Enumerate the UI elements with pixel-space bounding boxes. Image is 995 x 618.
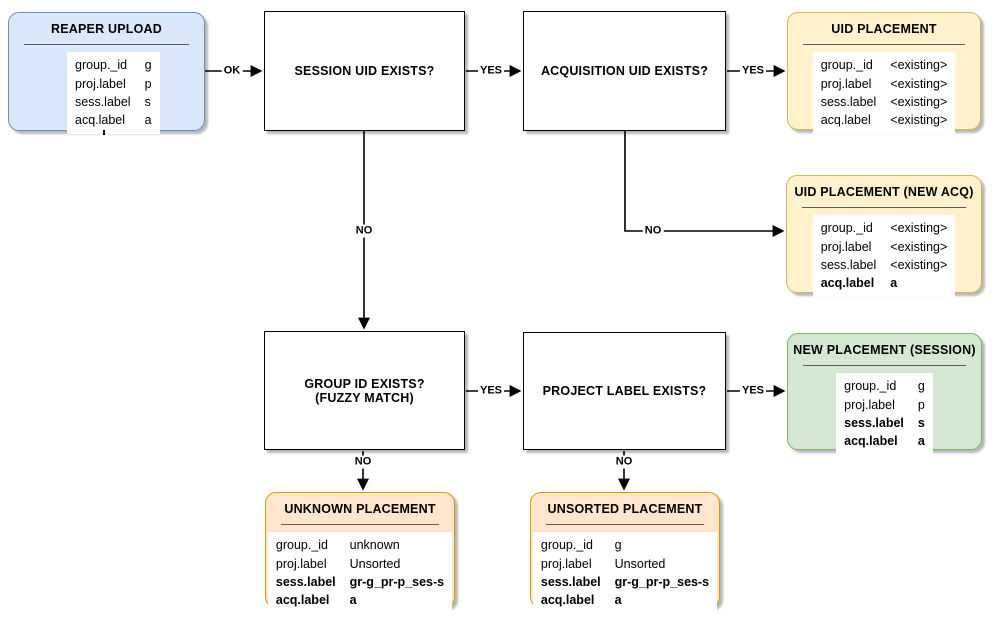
edge-label-ok: OK xyxy=(221,64,243,78)
node-title: ACQUISITION UID EXISTS? xyxy=(540,64,709,78)
node-title: UID PLACEMENT (NEW ACQ) xyxy=(794,185,974,199)
node-title: REAPER UPLOAD xyxy=(51,22,162,36)
edge-label-yes: YES xyxy=(739,384,767,398)
node-title: UID PLACEMENT xyxy=(831,22,937,36)
table-row: group._id<existing> xyxy=(820,221,948,236)
edge-label-no: NO xyxy=(353,224,375,238)
node-project-label-exists: PROJECT LABEL EXISTS? xyxy=(523,332,726,450)
title-separator xyxy=(803,44,965,45)
title-separator xyxy=(546,524,704,525)
edge-label-yes: YES xyxy=(477,384,505,398)
node-title: PROJECT LABEL EXISTS? xyxy=(542,384,707,398)
kv-table: group._id<existing> proj.label<existing>… xyxy=(812,52,956,134)
edge-label-no: NO xyxy=(613,455,635,469)
title-separator xyxy=(24,44,189,45)
table-row: sess.label<existing> xyxy=(820,94,948,109)
title-separator xyxy=(281,524,439,525)
node-title: UNSORTED PLACEMENT xyxy=(547,502,703,516)
node-uid-placement: UID PLACEMENT group._id<existing> proj.l… xyxy=(787,12,981,134)
node-subtitle: (FUZZY MATCH) xyxy=(315,390,414,405)
table-row: acq.label<existing> xyxy=(820,113,948,128)
node-acquisition-uid-exists: ACQUISITION UID EXISTS? xyxy=(523,11,726,131)
edge-label-yes: YES xyxy=(739,64,767,78)
title-separator xyxy=(803,365,966,366)
kv-table: group._id<existing> proj.label<existing>… xyxy=(812,215,956,297)
edge-label-no: NO xyxy=(642,224,664,238)
table-row: proj.label<existing> xyxy=(820,239,948,254)
edge-label-yes: YES xyxy=(477,64,505,78)
node-session-uid-exists: SESSION UID EXISTS? xyxy=(264,11,465,131)
node-uid-placement-new-acq: UID PLACEMENT (NEW ACQ) group._id<existi… xyxy=(786,175,982,297)
edge-label-no: NO xyxy=(352,455,374,469)
table-row: proj.label<existing> xyxy=(820,76,948,91)
table-row: sess.label<existing> xyxy=(820,257,948,272)
title-separator xyxy=(802,207,966,208)
node-title: UNKNOWN PLACEMENT xyxy=(284,502,436,516)
node-title: GROUP ID EXISTS? xyxy=(304,376,425,391)
node-title: NEW PLACEMENT (SESSION) xyxy=(793,343,976,357)
connector-stub xyxy=(103,130,105,135)
node-title: SESSION UID EXISTS? xyxy=(294,64,435,78)
node-group-id-exists: GROUP ID EXISTS? (FUZZY MATCH) xyxy=(264,331,465,450)
table-row: group._id<existing> xyxy=(820,58,948,73)
